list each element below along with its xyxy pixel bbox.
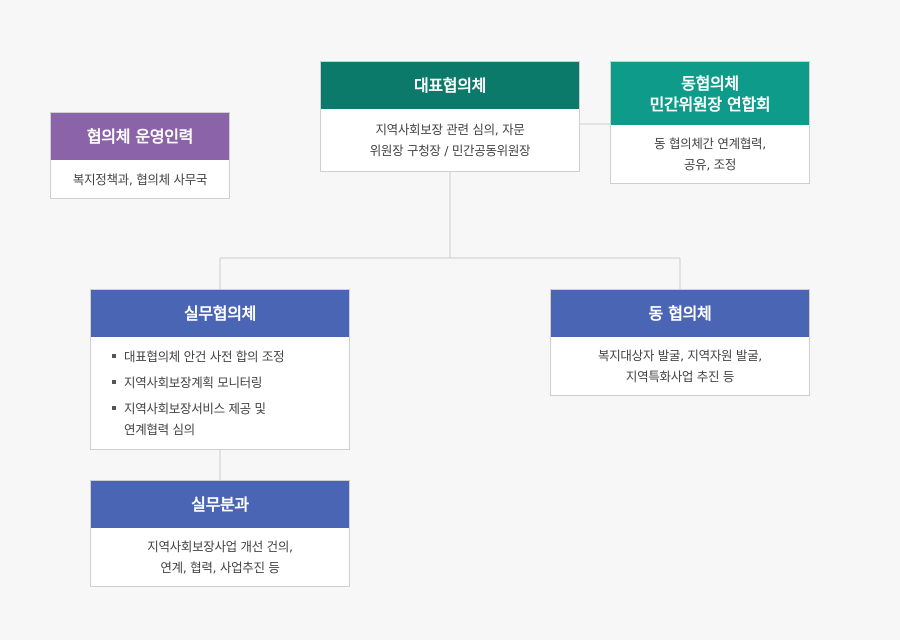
title-line: 동협의체 (681, 73, 739, 93)
title-line: 민간위원장 연합회 (649, 94, 771, 114)
working-council-list: 대표협의체 안건 사전 합의 조정 지역사회보장계획 모니터링 지역사회보장서비… (111, 346, 339, 440)
representative-council-node: 대표협의체 지역사회보장 관련 심의, 자문 위원장 구청장 / 민간공동위원장 (320, 61, 580, 172)
dong-council-desc: 복지대상자 발굴, 지역자원 발굴, 지역특화사업 추진 등 (551, 337, 809, 395)
desc-line: 지역사회보장 관련 심의, 자문 (375, 122, 525, 137)
list-item: 지역사회보장서비스 제공 및 연계협력 심의 (111, 398, 339, 440)
desc-line: 위원장 구청장 / 민간공동위원장 (369, 143, 531, 158)
working-council-title: 실무협의체 (91, 290, 349, 337)
dong-council-node: 동 협의체 복지대상자 발굴, 지역자원 발굴, 지역특화사업 추진 등 (550, 289, 810, 396)
desc-line: 지역사회보장사업 개선 건의, (147, 539, 293, 554)
list-item-line: 지역사회보장계획 모니터링 (124, 375, 263, 390)
council-staff-title: 협의체 운영인력 (51, 113, 229, 160)
desc-line: 동 협의체간 연계협력, (654, 136, 766, 151)
desc-line: 복지대상자 발굴, 지역자원 발굴, (598, 348, 762, 363)
list-item-line: 연계협력 심의 (124, 422, 195, 437)
dong-chairs-association-title: 동협의체 민간위원장 연합회 (611, 62, 809, 125)
desc-line: 공유, 조정 (683, 157, 737, 172)
list-item: 대표협의체 안건 사전 합의 조정 (111, 346, 339, 367)
list-item-line: 지역사회보장서비스 제공 및 (124, 401, 266, 416)
council-staff-node: 협의체 운영인력 복지정책과, 협의체 사무국 (50, 112, 230, 199)
working-subcommittee-title: 실무분과 (91, 481, 349, 528)
council-staff-desc: 복지정책과, 협의체 사무국 (51, 160, 229, 198)
working-council-desc: 대표협의체 안건 사전 합의 조정 지역사회보장계획 모니터링 지역사회보장서비… (91, 337, 349, 440)
desc-line: 복지정책과, 협의체 사무국 (72, 171, 208, 187)
list-item: 지역사회보장계획 모니터링 (111, 372, 339, 393)
dong-council-title: 동 협의체 (551, 290, 809, 337)
list-item-line: 대표협의체 안건 사전 합의 조정 (124, 349, 285, 364)
working-subcommittee-desc: 지역사회보장사업 개선 건의, 연계, 협력, 사업추진 등 (91, 528, 349, 586)
dong-chairs-association-desc: 동 협의체간 연계협력, 공유, 조정 (611, 125, 809, 183)
dong-chairs-association-node: 동협의체 민간위원장 연합회 동 협의체간 연계협력, 공유, 조정 (610, 61, 810, 184)
representative-council-desc: 지역사회보장 관련 심의, 자문 위원장 구청장 / 민간공동위원장 (321, 109, 579, 171)
desc-line: 연계, 협력, 사업추진 등 (160, 560, 280, 575)
representative-council-title: 대표협의체 (321, 62, 579, 109)
working-council-node: 실무협의체 대표협의체 안건 사전 합의 조정 지역사회보장계획 모니터링 지역… (90, 289, 350, 450)
desc-line: 지역특화사업 추진 등 (625, 369, 735, 384)
working-subcommittee-node: 실무분과 지역사회보장사업 개선 건의, 연계, 협력, 사업추진 등 (90, 480, 350, 587)
